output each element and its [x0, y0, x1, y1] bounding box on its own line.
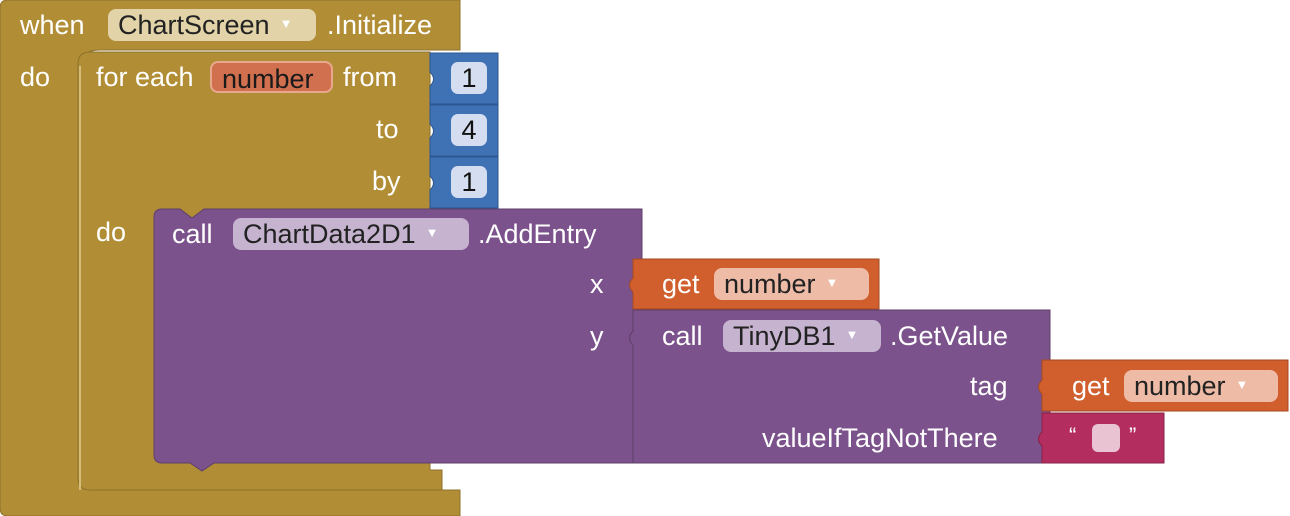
- loop-variable-name: number: [222, 64, 314, 94]
- add-entry-method: .AddEntry: [478, 219, 597, 249]
- tinydb-name: TinyDB1: [733, 321, 836, 351]
- when-label: when: [20, 10, 85, 40]
- tag-label: tag: [970, 371, 1008, 401]
- component-name: ChartScreen: [118, 10, 270, 40]
- loop-variable-field[interactable]: number: [210, 61, 333, 94]
- from-label: from: [343, 62, 397, 92]
- y-label: y: [590, 321, 604, 351]
- get-value-method: .GetValue: [890, 321, 1009, 351]
- for-each-label: for each: [96, 62, 194, 92]
- component-dropdown[interactable]: ChartScreen ▼: [108, 9, 316, 41]
- dropdown-arrow-icon: ▼: [845, 326, 859, 342]
- dropdown-arrow-icon: ▼: [1235, 376, 1249, 392]
- tinydb-dropdown[interactable]: TinyDB1 ▼: [723, 320, 881, 352]
- open-quote: “: [1069, 423, 1077, 448]
- get-x-label: get: [662, 269, 700, 299]
- get-tag-variable-name: number: [1134, 371, 1226, 401]
- dropdown-arrow-icon: ▼: [825, 274, 839, 290]
- from-number-field[interactable]: 1: [451, 62, 487, 94]
- get-x-variable-dropdown[interactable]: number ▼: [714, 268, 869, 300]
- value-if-label: valueIfTagNotThere: [762, 423, 998, 453]
- chartdata-dropdown[interactable]: ChartData2D1 ▼: [233, 218, 469, 250]
- text-value-field[interactable]: [1092, 424, 1120, 452]
- to-label: to: [376, 114, 399, 144]
- get-tag-variable-dropdown[interactable]: number ▼: [1124, 370, 1278, 402]
- close-quote: ”: [1129, 423, 1137, 448]
- x-label: x: [590, 269, 604, 299]
- by-number-field[interactable]: 1: [451, 166, 487, 198]
- to-number-field[interactable]: 4: [451, 114, 487, 146]
- get-x-variable-name: number: [724, 269, 816, 299]
- dropdown-arrow-icon: ▼: [425, 224, 439, 240]
- get-tag-label: get: [1072, 371, 1110, 401]
- event-name: .Initialize: [327, 10, 433, 40]
- by-label: by: [372, 166, 401, 196]
- event-do-label: do: [20, 62, 51, 92]
- chartdata-name: ChartData2D1: [243, 219, 416, 249]
- add-entry-call-label: call: [172, 219, 213, 249]
- get-value-call-label: call: [662, 321, 703, 351]
- loop-do-label: do: [96, 217, 127, 247]
- dropdown-arrow-icon: ▼: [279, 15, 293, 31]
